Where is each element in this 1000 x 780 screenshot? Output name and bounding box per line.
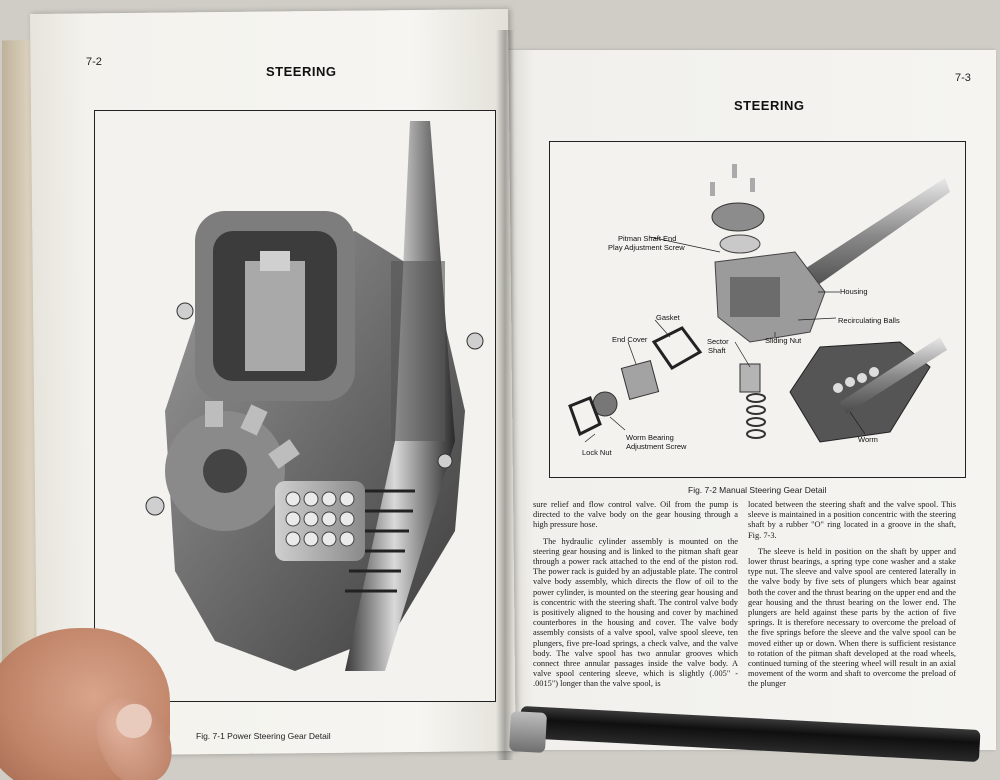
callout-end-cover: End Cover (612, 335, 648, 344)
callout-lock-nut: Lock Nut (582, 448, 612, 457)
callout-gasket: Gasket (656, 313, 680, 322)
paragraph: sure relief and flow control valve. Oil … (533, 500, 738, 530)
right-page-header: STEERING (734, 98, 805, 113)
figure-7-2-caption: Fig. 7-2 Manual Steering Gear Detail (688, 485, 827, 495)
callout-worm-bearing-line-1: Worm Bearing (626, 433, 674, 442)
callout-housing: Housing (840, 287, 868, 296)
right-page-number: 7-3 (955, 72, 971, 84)
callout-worm-bearing-line-2: Adjustment Screw (626, 442, 687, 451)
left-page-header: STEERING (266, 64, 337, 79)
paragraph: located between the steering shaft and t… (748, 500, 956, 540)
callout-sector-line-1: Sector (707, 337, 729, 346)
figure-7-2-frame (549, 141, 966, 478)
callout-sliding-nut: Sliding Nut (765, 336, 802, 345)
callout-sector-line-2: Shaft (708, 346, 726, 355)
manual-steering-gear-illustration (568, 164, 950, 443)
figure-7-1-frame (94, 110, 496, 702)
power-steering-gear-illustration (145, 121, 484, 671)
figure-7-1-caption: Fig. 7-1 Power Steering Gear Detail (196, 731, 331, 741)
callout-pitman-shaft-line-1: Pitman Shaft End (618, 234, 677, 243)
callout-worm: Worm (858, 435, 878, 444)
text-column-2: located between the steering shaft and t… (748, 500, 956, 690)
paragraph: The sleeve is held in position on the sh… (748, 546, 956, 689)
left-page-number: 7-2 (86, 56, 102, 68)
book-gutter (496, 30, 514, 760)
callout-recirculating-balls: Recirculating Balls (838, 316, 900, 325)
rod-tip (508, 711, 548, 753)
paragraph: The hydraulic cylinder assembly is mount… (533, 536, 738, 689)
callout-pitman-shaft-line-2: Play Adjustment Screw (608, 243, 685, 252)
text-column-1: sure relief and flow control valve. Oil … (533, 500, 738, 690)
